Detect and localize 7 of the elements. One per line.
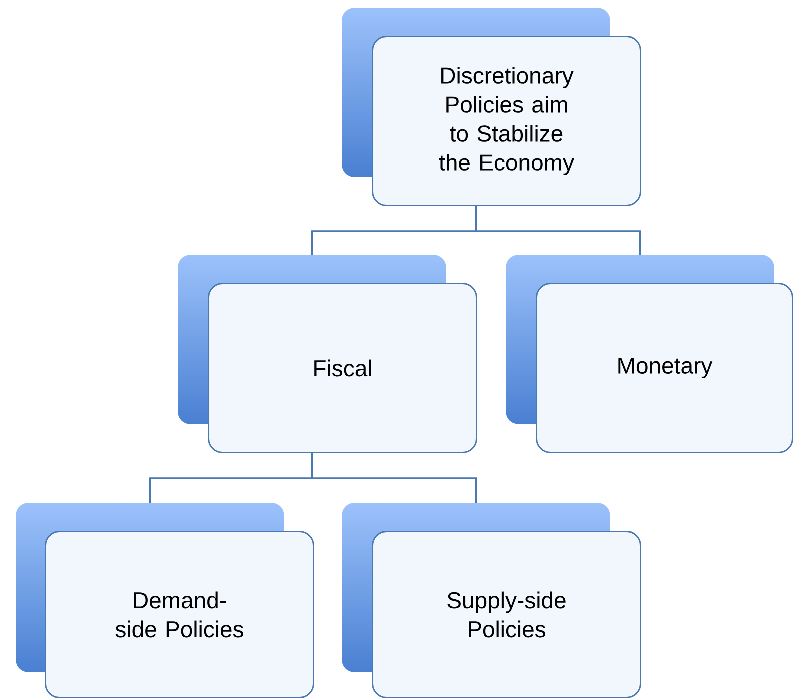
card-box: Demand-side Policies (45, 531, 314, 698)
card-box: Fiscal (208, 283, 478, 454)
connector-line (311, 454, 478, 503)
card-box: Supply-side Policies (372, 531, 642, 698)
card-box: Monetary (536, 283, 794, 454)
connector-line (475, 206, 642, 255)
card-box: Discretionary Policies aim to Stabilize the Economy (372, 36, 642, 206)
